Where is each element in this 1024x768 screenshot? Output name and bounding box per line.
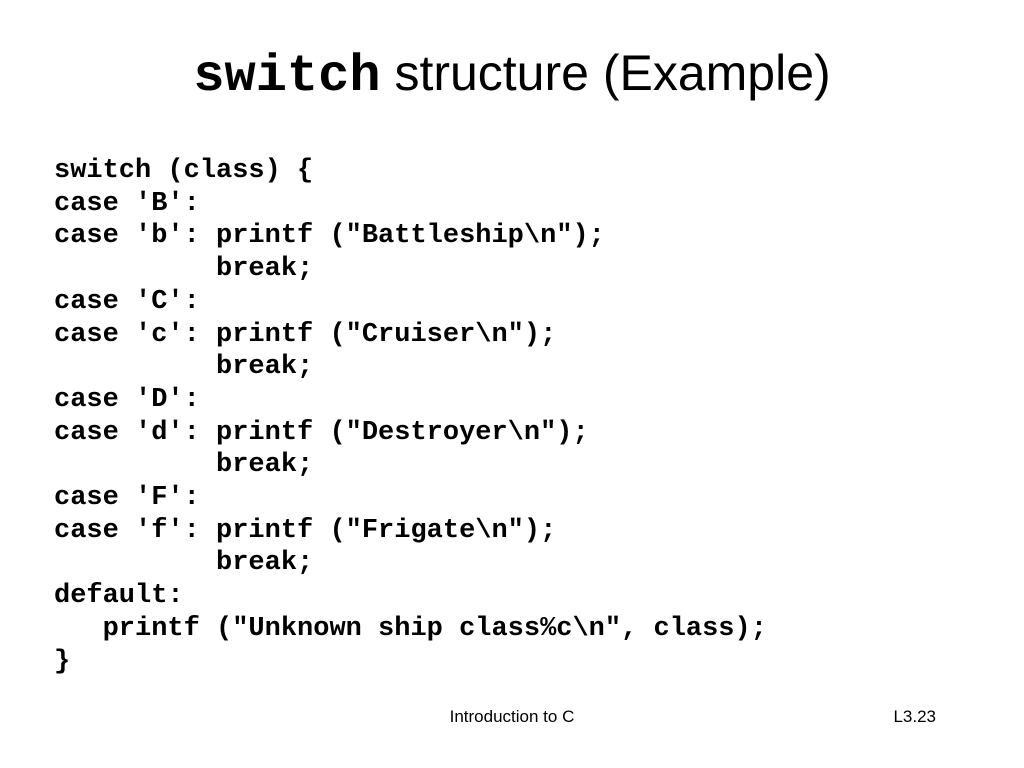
code-line: case 'C':	[54, 286, 200, 317]
code-line: break;	[54, 548, 314, 579]
title-keyword: switch	[193, 47, 381, 106]
footer-slide-number: L3.23	[893, 707, 936, 726]
code-block: switch (class) {case 'B':case 'b': print…	[54, 155, 767, 678]
code-line: break;	[54, 450, 314, 481]
code-line: break;	[54, 352, 314, 383]
footer-course-title: Introduction to C	[449, 707, 575, 726]
code-line: case 'd': printf ("Destroyer\n");	[54, 417, 589, 448]
code-line: break;	[54, 254, 314, 285]
code-line: switch (class) {	[54, 156, 314, 186]
code-line: case 'f': printf ("Frigate\n");	[54, 515, 557, 546]
code-line: default:	[54, 581, 184, 612]
code-line: case 'c': printf ("Cruiser\n");	[54, 319, 557, 350]
code-line: printf ("Unknown ship class%c\n", class)…	[54, 613, 767, 644]
code-line: case 'B':	[54, 188, 200, 219]
code-line: case 'b': printf ("Battleship\n");	[54, 221, 605, 252]
code-line: case 'D':	[54, 384, 200, 415]
code-line: }	[54, 646, 71, 677]
code-line: case 'F':	[54, 483, 200, 514]
slide-title: switch structure (Example)	[0, 44, 1024, 106]
title-text: structure (Example)	[380, 45, 831, 101]
